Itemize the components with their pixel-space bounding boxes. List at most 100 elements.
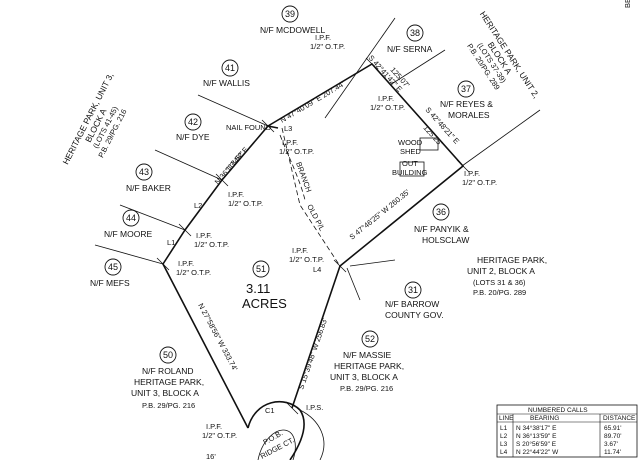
lot-37-marker: 37 — [457, 80, 475, 98]
numbered-calls-table: NUMBERED CALLS LINE BEARING DISTANCE L1 … — [496, 404, 638, 458]
lot-line-43-44 — [119, 204, 186, 231]
lot-43-marker: 43 — [135, 163, 153, 181]
calls-header-bearing: BEARING — [530, 415, 559, 422]
svg-text:50: 50 — [163, 350, 173, 360]
subject-boundary-north — [267, 62, 465, 267]
lot-50-marker: 50 — [159, 346, 177, 364]
otp-label-l4: 1/2" O.T.P. — [289, 255, 324, 264]
lot-50-owner: N/F ROLAND — [142, 366, 193, 376]
lot-line-37-36 — [461, 109, 541, 167]
ipf-label-l2: I.P.F. — [228, 190, 244, 199]
out-building-label: OUT — [402, 159, 418, 168]
lot-52-owner-4: P.B. 29/PG. 216 — [340, 384, 393, 393]
subdivision-unit2-right-4: P.B. 20/PG. 289 — [473, 288, 526, 297]
otp-label-l2: 1/2" O.T.P. — [228, 199, 263, 208]
wood-shed-label-2: SHED — [400, 147, 421, 156]
subdivision-unit2-right-1: HERITAGE PARK, — [477, 255, 547, 265]
calls-row-2-bearing: N 36°13'59" E — [516, 432, 557, 440]
svg-text:36: 36 — [436, 207, 446, 217]
ipf-label-n: I.P.F. — [315, 33, 331, 42]
l4-label: L4 — [313, 265, 321, 274]
cul-de-sac — [247, 400, 305, 460]
calls-row-3-bearing: S 20°56'59" E — [516, 440, 557, 448]
subdivision-unit3-left: HERITAGE PARK, UNIT 3, BLOCK A (LOTS 41-… — [61, 71, 129, 166]
corner-text: BE — [623, 0, 632, 8]
lot-41-marker: 41 — [221, 59, 239, 77]
lot-45-marker: 45 — [104, 258, 122, 276]
svg-text:42: 42 — [188, 117, 198, 127]
lot-42-owner: N/F DYE — [176, 132, 210, 142]
svg-text:37: 37 — [461, 84, 471, 94]
lot-31-owner: N/F BARROW — [385, 299, 439, 309]
otp-label-n: 1/2" O.T.P. — [310, 42, 345, 51]
svg-text:44: 44 — [126, 213, 136, 223]
calls-row-1-bearing: N 34°38'17" E — [516, 424, 557, 432]
lot-line-42-43 — [154, 149, 223, 181]
otp-label-e: 1/2" O.T.P. — [462, 178, 497, 187]
lot-52-marker: 52 — [361, 330, 379, 348]
lot-52-owner-3: UNIT 3, BLOCK A — [330, 372, 398, 382]
c1-label: C1 — [265, 406, 275, 415]
svg-text:31: 31 — [408, 285, 418, 295]
calls-row-3-line: L3 — [500, 441, 508, 448]
lot-line-38-37 — [389, 49, 446, 86]
wood-shed — [419, 137, 439, 151]
street-edge-2 — [299, 409, 325, 460]
lot-38-marker: 38 — [406, 24, 424, 42]
lot-38-owner: N/F SERNA — [387, 44, 433, 54]
lot-51-marker: 51 — [252, 260, 270, 278]
calls-table-title: NUMBERED CALLS — [528, 407, 588, 414]
street-edge — [257, 429, 296, 460]
lot-39-owner: N/F MCDOWELL — [260, 25, 325, 35]
wood-shed-label: WOOD — [398, 138, 423, 147]
lot-42-marker: 42 — [184, 113, 202, 131]
calls-row-4-bearing: N 22°44'22" W — [516, 448, 559, 456]
calls-header-distance: DISTANCE — [603, 415, 636, 422]
l2-label: L2 — [194, 201, 202, 210]
svg-text:43: 43 — [139, 167, 149, 177]
lot-31-marker: 31 — [404, 281, 422, 299]
subdivision-unit2-right-2: UNIT 2, BLOCK A — [467, 266, 535, 276]
bearing-se: S 15°39'48" W 256.83' — [296, 316, 329, 390]
otp-label-pob: 1/2" O.T.P. — [202, 431, 237, 440]
street-width: 16' — [206, 452, 216, 460]
lot-31-owner-2: COUNTY GOV. — [385, 310, 444, 320]
subject-area-value: 3.11 — [246, 281, 270, 296]
lot-line-41-42 — [197, 94, 269, 127]
lot-44-owner: N/F MOORE — [104, 229, 152, 239]
lot-line-39-38 — [324, 17, 396, 119]
svg-text:45: 45 — [108, 262, 118, 272]
l1-label: L1 — [167, 238, 175, 247]
ipf-label-l1: I.P.F. — [196, 231, 212, 240]
lot-45-owner: N/F MEFS — [90, 278, 130, 288]
monument-ticks — [156, 57, 470, 415]
lot-36-owner-2: HOLSCLAW — [422, 235, 469, 245]
calls-row-2-line: L2 — [500, 433, 508, 440]
ipf-label-pob: I.P.F. — [206, 422, 222, 431]
old-pl-label: OLD P/L — [305, 203, 326, 233]
calls-row-1-distance: 65.91' — [604, 425, 622, 432]
otp-label-l1: 1/2" O.T.P. — [194, 240, 229, 249]
lot-52-owner-2: HERITAGE PARK, — [334, 361, 404, 371]
svg-text:52: 52 — [365, 334, 375, 344]
calls-header-line: LINE — [499, 415, 514, 422]
lot-line-44-45 — [94, 244, 164, 265]
calls-row-4-distance: 11.74' — [604, 449, 621, 456]
out-building — [399, 161, 425, 177]
lot-50-owner-3: UNIT 3, BLOCK A — [131, 388, 199, 398]
bearing-west: N 27°58'56" W 333.74' — [196, 302, 240, 373]
ipf-label-w: I.P.F. — [178, 259, 194, 268]
lot-36-owner: N/F PANYIK & — [414, 224, 469, 234]
ipf-label-38: I.P.F. — [378, 94, 394, 103]
lot-37-owner-2: MORALES — [448, 110, 490, 120]
otp-label-38: 1/2" O.T.P. — [370, 103, 405, 112]
lot-50-owner-4: P.B. 29/PG. 216 — [142, 401, 195, 410]
lot-line-36-31 — [349, 259, 396, 267]
calls-row-3-distance: 3.67' — [604, 441, 618, 448]
l3-label: L3 — [284, 124, 292, 133]
subject-area-unit: ACRES — [242, 296, 287, 311]
lot-52-owner: N/F MASSIE — [343, 350, 392, 360]
otp-label-w: 1/2" O.T.P. — [176, 268, 211, 277]
subject-boundary-se — [291, 265, 341, 409]
